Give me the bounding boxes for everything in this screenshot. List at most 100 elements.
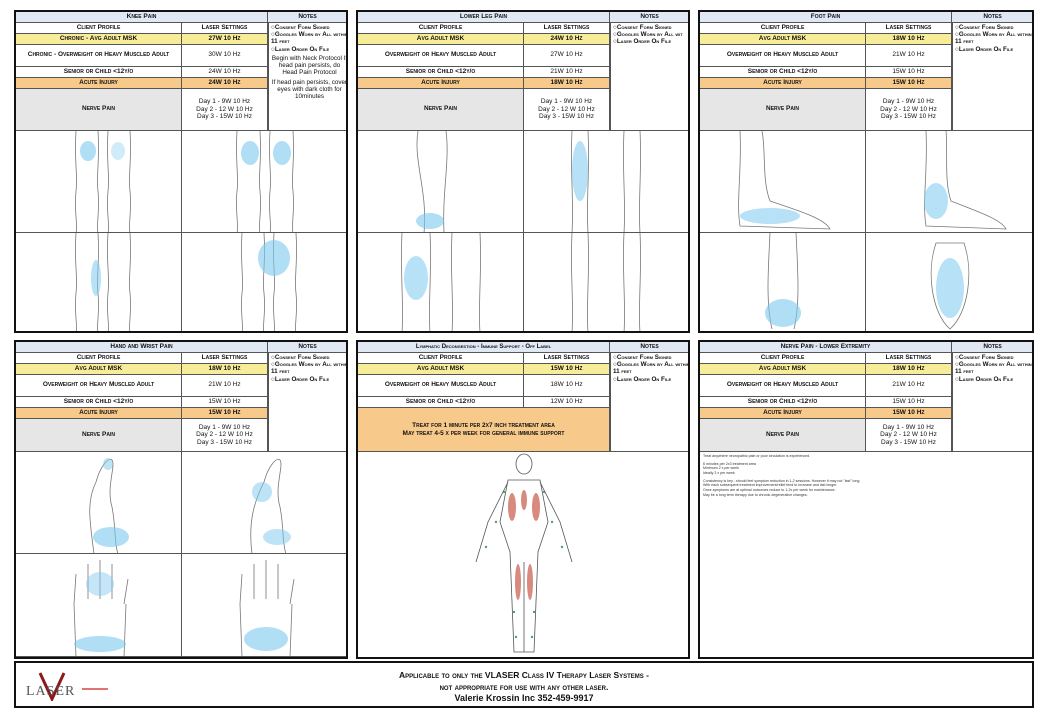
nerve-day-schedule: Day 1 - 9W 10 Hz Day 2 - 12 W 10 Hz Day … [182, 419, 268, 452]
client-profile-header: Client Profile [700, 23, 866, 34]
fine-print-line: 6 minutes per 2x3 treatment area [703, 461, 756, 466]
nerve-day-1: Day 1 - 9W 10 Hz [882, 423, 935, 431]
profile-senior-child: Senior or Child <12y/o [700, 397, 866, 408]
goggles-check[interactable]: ○Goggles Worn by All within 11 feet [271, 361, 348, 376]
consent-check[interactable]: ○Consent Form Signed [271, 354, 330, 361]
nerve-day-2: Day 2 - 12 W 10 Hz [880, 105, 937, 113]
laser-settings-header: Laser Settings [866, 353, 952, 364]
consent-check[interactable]: ○Consent Form Signed [271, 24, 330, 31]
laser-settings-header: Laser Settings [182, 353, 268, 364]
knee-front-image [16, 131, 182, 233]
goggles-check[interactable]: ○Goggles Worn by All wit [613, 31, 683, 39]
profile-acute: Acute Injury [358, 78, 524, 89]
hand-side-image [16, 452, 182, 554]
profile-nerve: Nerve Pain [358, 89, 524, 131]
setting-avg: 18W 10 Hz [182, 364, 268, 375]
setting-senior-child: 15W 10 Hz [182, 397, 268, 408]
leg-front-image [524, 131, 688, 233]
goggles-check[interactable]: ○Goggles Worn by All within 11 feet [271, 31, 348, 46]
setting-senior-child: 24W 10 Hz [182, 67, 268, 78]
notes-checklist: ○Consent Form Signed ○Goggles Worn by Al… [268, 353, 348, 452]
consent-check[interactable]: ○Consent Form Signed [955, 24, 1014, 31]
treatment-images [358, 131, 688, 331]
knee-back-image [182, 233, 346, 331]
treat-line-2: May treat 4-5 x per week for general imm… [402, 429, 565, 437]
goggles-check[interactable]: ○Goggles Worn by All within 11 feet [955, 361, 1032, 376]
laser-order-check[interactable]: ○Laser Order On File [613, 375, 672, 383]
profile-avg: Avg Adult MSK [358, 34, 524, 45]
nerve-day-1: Day 1 - 9W 10 Hz [198, 98, 251, 106]
setting-senior-child: 15W 10 Hz [866, 67, 952, 78]
setting-heavy: 21W 10 Hz [182, 375, 268, 397]
consent-check[interactable]: ○Consent Form Signed [955, 354, 1014, 361]
knee-side-image [182, 131, 346, 233]
footer-contact: Valerie Krossin Inc 352-459-9917 [454, 693, 594, 703]
notes-checklist: ○Consent Form Signed ○Goggles Worn by Al… [610, 353, 690, 452]
laser-order-check[interactable]: ○Laser Order On File [613, 38, 672, 46]
nerve-day-3: Day 3 - 15W 10 Hz [881, 113, 936, 121]
foot-lateral-image [866, 131, 1032, 233]
hand-thumb-image [182, 452, 346, 554]
profile-heavy: Overweight or Heavy Muscled Adult [700, 375, 866, 397]
profile-acute: Acute Injury [16, 408, 182, 419]
profile-acute: Acute Injury [700, 408, 866, 419]
lymphatic-panel: Lymphatic Decongestion - Immune Support … [356, 340, 690, 659]
laser-order-check[interactable]: ○Laser Order On File [955, 375, 1014, 383]
foot-medial-image [700, 131, 866, 233]
goggles-check[interactable]: ○Goggles Worn by All within 11 feet [955, 31, 1032, 46]
fine-print-line: May be a long term therapy due to chroni… [703, 492, 808, 497]
neck-protocol-note: Begin with Neck Protocol If head pain pe… [271, 54, 348, 76]
footer-warning: not appropriate for use with any other l… [439, 682, 609, 692]
goggles-check[interactable]: ○Goggles Worn by All within 11 feet [613, 361, 690, 376]
nerve-day-schedule: Day 1 - 9W 10 Hz Day 2 - 12 W 10 Hz Day … [524, 89, 610, 131]
consent-check[interactable]: ○Consent Form Signed [613, 354, 672, 361]
treatment-images [16, 131, 346, 331]
setting-avg: 18W 10 Hz [866, 34, 952, 45]
profile-heavy: Overweight or Heavy Muscled Adult [16, 375, 182, 397]
foot-pain-panel: Foot Pain Notes Client Profile Laser Set… [698, 10, 1034, 333]
setting-acute: 15W 10 Hz [866, 78, 952, 89]
profile-nerve: Nerve Pain [700, 89, 866, 131]
nerve-day-2: Day 2 - 12 W 10 Hz [196, 105, 253, 113]
laser-order-check[interactable]: ○Laser Order On File [271, 375, 330, 383]
fine-print-line: Treat anywhere neuropathic pain or poor … [703, 454, 811, 458]
treatment-images [16, 452, 346, 657]
consent-check[interactable]: ○Consent Form Signed [613, 24, 672, 31]
setting-heavy: 27W 10 Hz [524, 45, 610, 67]
hand-wrist-pain-panel: Hand and Wrist Pain Notes Client Profile… [14, 340, 348, 659]
profile-heavy: Overweight or Heavy Muscled Adult [700, 45, 866, 67]
hand-palm-image [182, 554, 346, 657]
notes-header: Notes [952, 12, 1032, 23]
leg-side-image [358, 131, 524, 233]
panel-title: Foot Pain [700, 12, 952, 23]
leg-back-image [358, 233, 524, 331]
profile-chronic-avg: Chronic - Avg Adult MSK [16, 34, 182, 45]
fine-print-line: Once symptoms are at optimal outcomes re… [703, 488, 836, 493]
laser-order-check[interactable]: ○Laser Order On File [955, 45, 1014, 53]
vlaser-logo: LASER [22, 671, 112, 703]
panel-title: Lower Leg Pain [358, 12, 610, 23]
client-profile-header: Client Profile [358, 353, 524, 364]
foot-sole-image [866, 233, 1032, 331]
profile-avg: Avg Adult MSK [700, 34, 866, 45]
nerve-day-2: Day 2 - 12 W 10 Hz [880, 431, 937, 439]
nerve-day-3: Day 3 - 15W 10 Hz [197, 438, 252, 446]
fine-print-line: Minimum 2 x per week [703, 466, 739, 471]
fine-print-line: With each subsequent treatment improveme… [703, 483, 838, 488]
setting-acute: 15W 10 Hz [866, 408, 952, 419]
nerve-pain-panel: Nerve Pain - Lower Extremity Notes Clien… [698, 340, 1034, 659]
setting-avg: 18W 10 Hz [866, 364, 952, 375]
panel-title: Nerve Pain - Lower Extremity [700, 342, 952, 353]
laser-settings-header: Laser Settings [866, 23, 952, 34]
foot-heel-image [700, 233, 866, 331]
svg-text:LASER: LASER [26, 684, 75, 699]
panel-title: Hand and Wrist Pain [16, 342, 268, 353]
laser-order-check[interactable]: ○Laser Order On File [271, 45, 330, 53]
profile-nerve: Nerve Pain [16, 89, 182, 131]
profile-chronic-heavy: Chronic - Overweight or Heavy Muscled Ad… [16, 45, 182, 67]
client-profile-header: Client Profile [16, 23, 182, 34]
notes-checklist: ○Consent Form Signed ○Goggles Worn by Al… [268, 23, 348, 131]
setting-chronic-heavy: 30W 10 Hz [182, 45, 268, 67]
setting-avg: 15W 10 Hz [524, 364, 610, 375]
profile-avg: Avg Adult MSK [700, 364, 866, 375]
